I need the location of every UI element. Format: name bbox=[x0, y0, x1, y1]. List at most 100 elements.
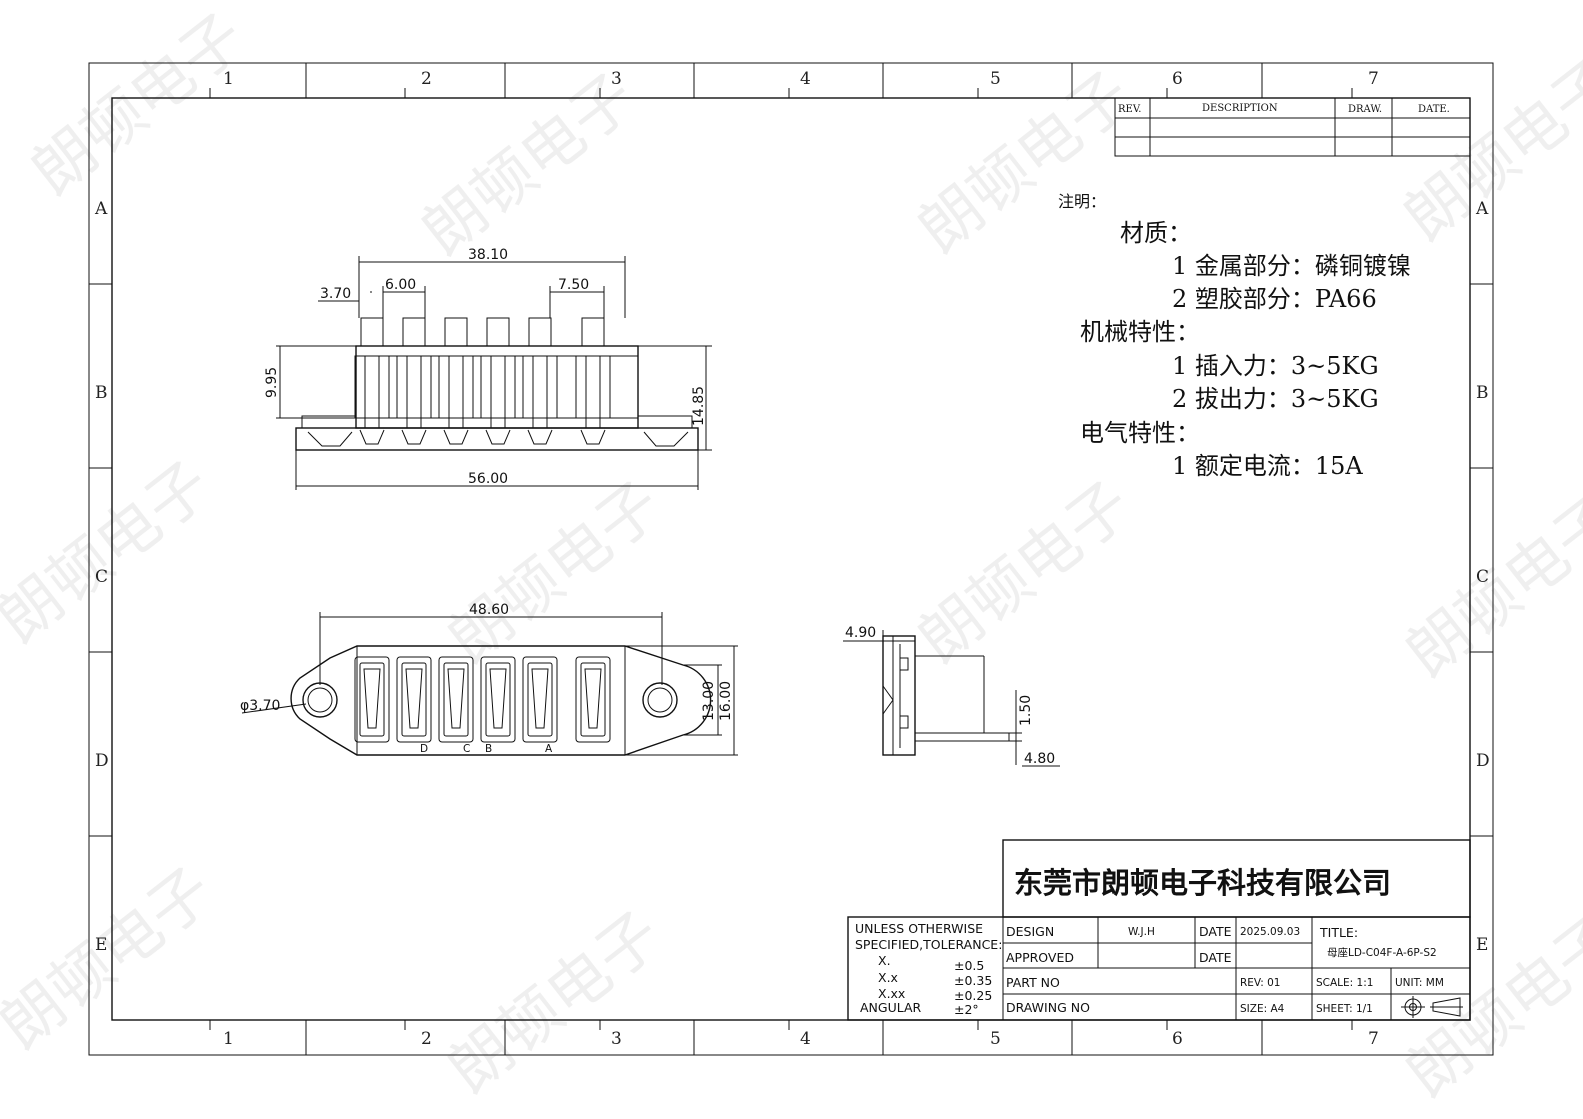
date-header: DATE. bbox=[1418, 104, 1450, 115]
watermark: 朗顿电子 bbox=[18, 0, 258, 209]
note-line: 1 额定电流：15A bbox=[1172, 452, 1363, 480]
top-slot-inner bbox=[527, 662, 553, 737]
dim-4-80: 4.80 bbox=[1024, 751, 1055, 767]
front-pin-tail bbox=[359, 429, 385, 445]
tolerance-value: ±0.5 bbox=[954, 958, 984, 973]
zone-col-label: 6 bbox=[1172, 69, 1183, 89]
top-slot bbox=[575, 656, 611, 743]
zone-col-label: 1 bbox=[223, 1029, 234, 1049]
rev-header: REV. bbox=[1118, 104, 1141, 115]
draw-header: DRAW. bbox=[1348, 104, 1382, 115]
top-outline bbox=[290, 645, 712, 756]
design-date: 2025.09.03 bbox=[1240, 926, 1300, 938]
zone-row-label: C bbox=[95, 567, 108, 587]
approved-label: APPROVED bbox=[1006, 950, 1074, 965]
top-slots bbox=[354, 656, 611, 743]
note-line: 1 插入力：3~5KG bbox=[1172, 352, 1379, 380]
zone-col-label: 3 bbox=[611, 69, 622, 89]
note-line: 2 塑胶部分：PA66 bbox=[1172, 285, 1377, 313]
tolerance-line-2: SPECIFIED,TOLERANCE: bbox=[855, 937, 1002, 952]
zone-col-label: 4 bbox=[800, 69, 811, 89]
tolerance-value: ±0.25 bbox=[954, 988, 992, 1003]
company-name: 东莞市朗顿电子科技有限公司 bbox=[1014, 866, 1391, 900]
top-slot-inner bbox=[359, 662, 385, 737]
front-view: 38.10 3.70 6.00 7.50 9.95 14.85 56.00 bbox=[264, 247, 712, 490]
front-pin-cavity bbox=[522, 355, 558, 419]
top-dimensions bbox=[241, 612, 738, 756]
dim-48-60: 48.60 bbox=[469, 602, 509, 618]
tolerance-label: X.x bbox=[878, 970, 898, 985]
pin-label-a: A bbox=[545, 743, 553, 755]
zone-col-label: 6 bbox=[1172, 1029, 1183, 1049]
watermark: 朗顿电子 bbox=[408, 59, 648, 269]
note-line: 机械特性： bbox=[1080, 318, 1200, 346]
description-header: DESCRIPTION bbox=[1202, 103, 1278, 114]
zone-labels-bottom: 1 2 3 4 5 6 7 bbox=[223, 1029, 1379, 1049]
side-view: 4.90 1.50 4.80 bbox=[843, 625, 1060, 767]
front-pin-tip bbox=[528, 317, 552, 347]
projection-symbol-icon bbox=[1401, 996, 1463, 1018]
zone-dividers bbox=[89, 63, 1493, 1055]
pin-label-b: B bbox=[485, 743, 492, 755]
note-line: 2 拔出力：3~5KG bbox=[1172, 385, 1379, 413]
zone-row-label: E bbox=[95, 935, 107, 955]
front-dimensions bbox=[276, 256, 712, 490]
watermark: 朗顿电子 bbox=[434, 897, 674, 1107]
front-pin-tip bbox=[486, 317, 510, 347]
zone-row-label: D bbox=[95, 751, 109, 771]
tolerance-value: ±2° bbox=[954, 1002, 979, 1017]
notes-block: 注明： 材质： 1 金属部分：磷铜镀镍 2 塑胶部分：PA66 机械特性： 1 … bbox=[1058, 192, 1411, 480]
zone-col-label: 5 bbox=[990, 69, 1001, 89]
zone-row-label: C bbox=[1476, 567, 1489, 587]
right-mount-hole bbox=[642, 682, 678, 718]
note-line: 1 金属部分：磷铜镀镍 bbox=[1172, 252, 1411, 280]
top-slot bbox=[438, 656, 474, 743]
zone-row-label: E bbox=[1476, 935, 1488, 955]
title-block: 东莞市朗顿电子科技有限公司 UNLESS OTHERWISE SPECIFIED… bbox=[847, 839, 1471, 1021]
pin-label-d: D bbox=[420, 743, 428, 755]
front-right-ear bbox=[637, 415, 693, 429]
zone-col-label: 7 bbox=[1368, 69, 1379, 89]
outer-frame bbox=[88, 62, 1494, 1056]
zone-col-label: 4 bbox=[800, 1029, 811, 1049]
top-slot bbox=[480, 656, 516, 743]
front-pin-tail bbox=[401, 429, 427, 445]
front-pin-cavity bbox=[438, 355, 474, 419]
front-left-countersink bbox=[307, 431, 353, 447]
sheet-value: SHEET: 1/1 bbox=[1316, 1003, 1373, 1015]
watermark: 朗顿电子 bbox=[1390, 45, 1583, 255]
zone-labels-left: A B C D E bbox=[94, 199, 109, 955]
inner-frame bbox=[111, 97, 1471, 1021]
watermark: 朗顿电子 bbox=[904, 57, 1144, 267]
title-label: TITLE: bbox=[1319, 925, 1358, 940]
top-slot-inner bbox=[443, 662, 469, 737]
front-pin-cavity bbox=[480, 355, 516, 419]
tolerance-value: ±0.35 bbox=[954, 973, 992, 988]
dim-6-00: 6.00 bbox=[385, 277, 416, 293]
zone-col-label: 7 bbox=[1368, 1029, 1379, 1049]
top-slot-contact bbox=[405, 668, 423, 729]
part-no-label: PART NO bbox=[1006, 975, 1060, 990]
tolerance-label: X.xx bbox=[878, 986, 905, 1001]
front-housing bbox=[355, 345, 639, 429]
front-pin-cavity bbox=[575, 355, 611, 419]
top-slot-contact bbox=[447, 668, 465, 729]
designer-name: W.J.H bbox=[1128, 926, 1155, 938]
date-label: DATE bbox=[1199, 924, 1232, 939]
watermark: 朗顿电子 bbox=[0, 853, 226, 1063]
revision-block: REV. DESCRIPTION DRAW. DATE. bbox=[1114, 97, 1471, 157]
zone-row-label: D bbox=[1476, 751, 1490, 771]
dim-hole-diameter: φ3.70 bbox=[240, 698, 280, 714]
front-pin-tip bbox=[444, 317, 468, 347]
zone-row-label: B bbox=[1476, 383, 1489, 403]
dim-38-10: 38.10 bbox=[468, 247, 508, 263]
dim-9-95: 9.95 bbox=[264, 367, 280, 398]
tolerance-label: X. bbox=[878, 953, 891, 968]
dim-13-00: 13.00 bbox=[701, 681, 717, 721]
front-pin-tail bbox=[580, 429, 606, 445]
top-slot-contact bbox=[489, 668, 507, 729]
dim-7-50: 7.50 bbox=[558, 277, 589, 293]
top-slot-inner bbox=[401, 662, 427, 737]
top-view: D C B A 48.60 φ3.70 13.00 16.00 bbox=[240, 602, 738, 756]
